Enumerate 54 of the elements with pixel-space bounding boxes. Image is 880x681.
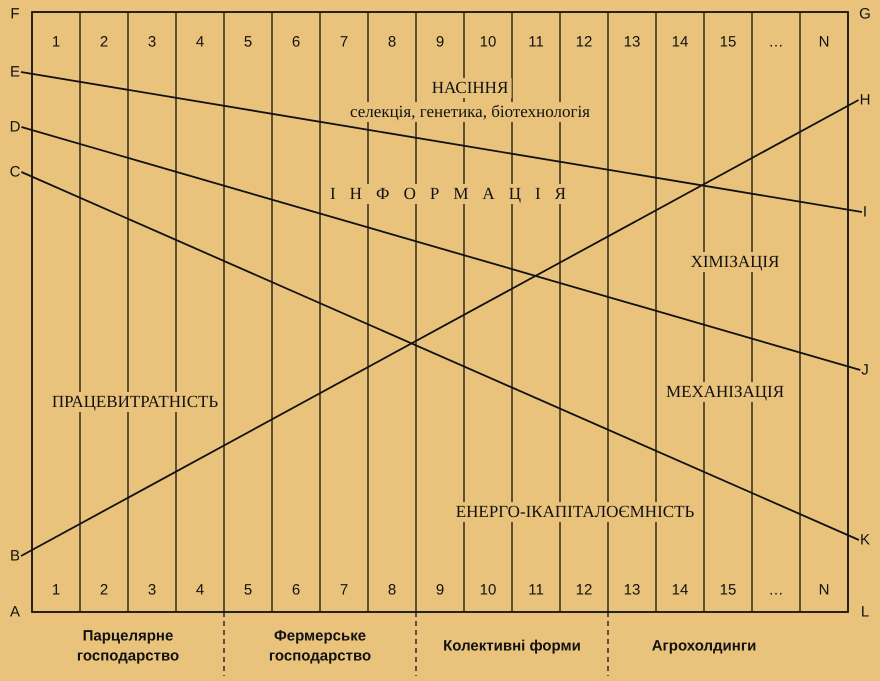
column-number: 3: [148, 34, 156, 50]
column-number: 12: [576, 34, 592, 50]
axis-letter: H: [860, 92, 870, 108]
column-number: 4: [196, 582, 204, 598]
column-number: 9: [436, 34, 444, 50]
axis-letter: G: [859, 6, 871, 22]
category-label: Парцелярне господарство: [76, 626, 180, 666]
column-number: 6: [292, 34, 300, 50]
trend-line: [21, 171, 860, 541]
trend-line: [21, 126, 860, 371]
category-label: Колективні форми: [442, 636, 582, 656]
column-number: 12: [576, 582, 592, 598]
category-label: Агрохолдинги: [650, 636, 758, 656]
column-number: 5: [244, 34, 252, 50]
column-number: 2: [100, 582, 108, 598]
column-number: 15: [720, 34, 736, 50]
column-number: 2: [100, 34, 108, 50]
column-number: 15: [720, 582, 736, 598]
column-number: 6: [292, 582, 300, 598]
column-number: …: [768, 34, 784, 50]
axis-letter: I: [862, 204, 868, 220]
column-number: 10: [480, 34, 496, 50]
column-number: 1: [52, 582, 60, 598]
axis-letter: L: [860, 604, 870, 620]
trend-line: [20, 71, 862, 213]
axis-letter: C: [10, 164, 20, 180]
category-label: Фермерське господарство: [268, 626, 372, 666]
column-number: 11: [528, 582, 544, 598]
column-number: 7: [340, 582, 348, 598]
column-number: 3: [148, 582, 156, 598]
column-number: 5: [244, 582, 252, 598]
axis-letter: D: [10, 118, 20, 136]
column-number: 14: [672, 34, 688, 50]
column-number: 4: [196, 34, 204, 50]
column-number: 10: [480, 582, 496, 598]
column-number: N: [818, 34, 830, 50]
column-number: 13: [624, 582, 640, 598]
axis-letter: A: [10, 604, 20, 620]
column-number: 7: [340, 34, 348, 50]
column-number: …: [768, 582, 784, 598]
column-number: 13: [624, 34, 640, 50]
axis-letter: F: [10, 6, 20, 22]
column-number: 1: [52, 34, 60, 50]
column-number: N: [818, 582, 830, 598]
trend-line: [20, 99, 860, 557]
column-number: 8: [388, 582, 396, 598]
column-number: 11: [528, 34, 544, 50]
axis-letter: B: [10, 548, 20, 564]
column-number: 8: [388, 34, 396, 50]
column-number: 9: [436, 582, 444, 598]
axis-letter: J: [861, 362, 869, 378]
axis-letter: K: [860, 532, 870, 548]
axis-letter: E: [10, 64, 20, 80]
column-number: 14: [672, 582, 688, 598]
